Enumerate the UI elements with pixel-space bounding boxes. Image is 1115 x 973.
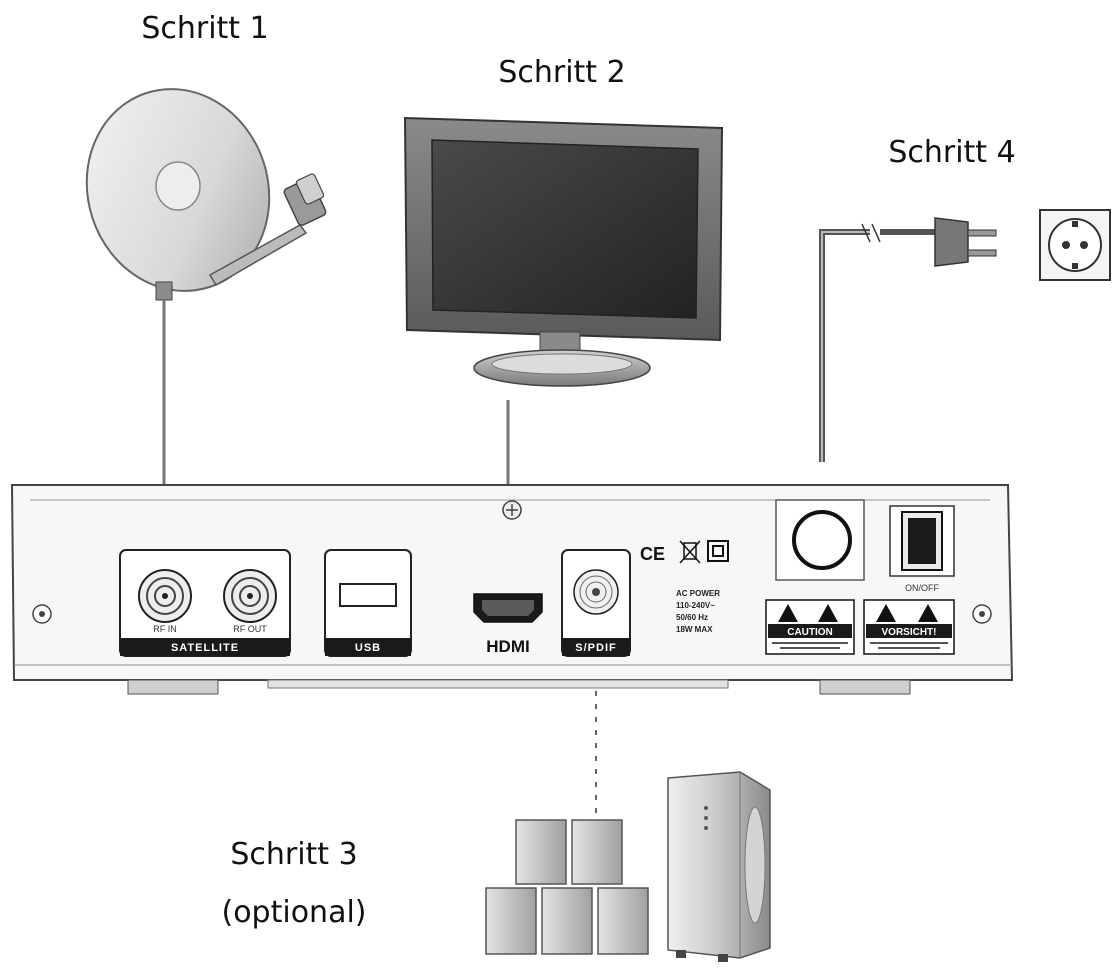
usb-port[interactable] bbox=[339, 583, 397, 607]
vorsicht-label: VORSICHT! bbox=[863, 599, 955, 655]
spdif-label: S/PDIF bbox=[575, 642, 616, 654]
spdif-port-panel: S/PDIF bbox=[561, 549, 631, 657]
rf-out-port[interactable] bbox=[223, 569, 277, 623]
wall-socket-icon bbox=[1039, 209, 1111, 281]
svg-text:AC POWER: AC POWER bbox=[676, 589, 720, 598]
ce-mark: CE bbox=[640, 544, 665, 564]
hdmi-port-panel: HDMI bbox=[473, 593, 543, 656]
satellite-dish-icon bbox=[85, 88, 327, 301]
power-inlet[interactable] bbox=[775, 499, 865, 581]
svg-text:50/60 Hz: 50/60 Hz bbox=[676, 613, 708, 622]
step-3-optional-note: (optional) bbox=[222, 895, 367, 930]
step-1-label: Schritt 1 bbox=[141, 11, 268, 46]
satellite-port-panel: SATELLITE RF IN RF OUT bbox=[119, 549, 291, 657]
svg-text:CAUTION: CAUTION bbox=[787, 627, 833, 638]
hdmi-label: HDMI bbox=[486, 637, 529, 656]
step-3-label: Schritt 3 bbox=[230, 837, 357, 872]
on-off-label: ON/OFF bbox=[905, 583, 939, 593]
power-switch[interactable] bbox=[889, 505, 955, 577]
usb-port-panel: USB bbox=[324, 549, 412, 657]
usb-label: USB bbox=[355, 642, 381, 654]
subwoofer-icon bbox=[667, 771, 771, 962]
weee-bin-icon bbox=[679, 540, 701, 564]
satellite-label: SATELLITE bbox=[171, 642, 239, 654]
svg-text:VORSICHT!: VORSICHT! bbox=[882, 627, 937, 638]
rf-out-label: RF OUT bbox=[233, 624, 267, 634]
svg-text:18W MAX: 18W MAX bbox=[676, 625, 713, 634]
tv-icon bbox=[403, 116, 724, 387]
spdif-port[interactable] bbox=[573, 569, 619, 615]
double-insulation-icon bbox=[707, 540, 729, 562]
surround-speakers-icon bbox=[485, 819, 649, 955]
step-4-label: Schritt 4 bbox=[888, 135, 1015, 170]
svg-text:110-240V~: 110-240V~ bbox=[676, 601, 715, 610]
rf-in-port[interactable] bbox=[138, 569, 192, 623]
caution-label: CAUTION bbox=[765, 599, 855, 655]
rf-in-label: RF IN bbox=[153, 624, 177, 634]
power-spec-text: AC POWER 110-240V~ 50/60 Hz 18W MAX bbox=[676, 589, 720, 634]
power-plug-icon bbox=[819, 217, 997, 462]
step-2-label: Schritt 2 bbox=[498, 55, 625, 90]
